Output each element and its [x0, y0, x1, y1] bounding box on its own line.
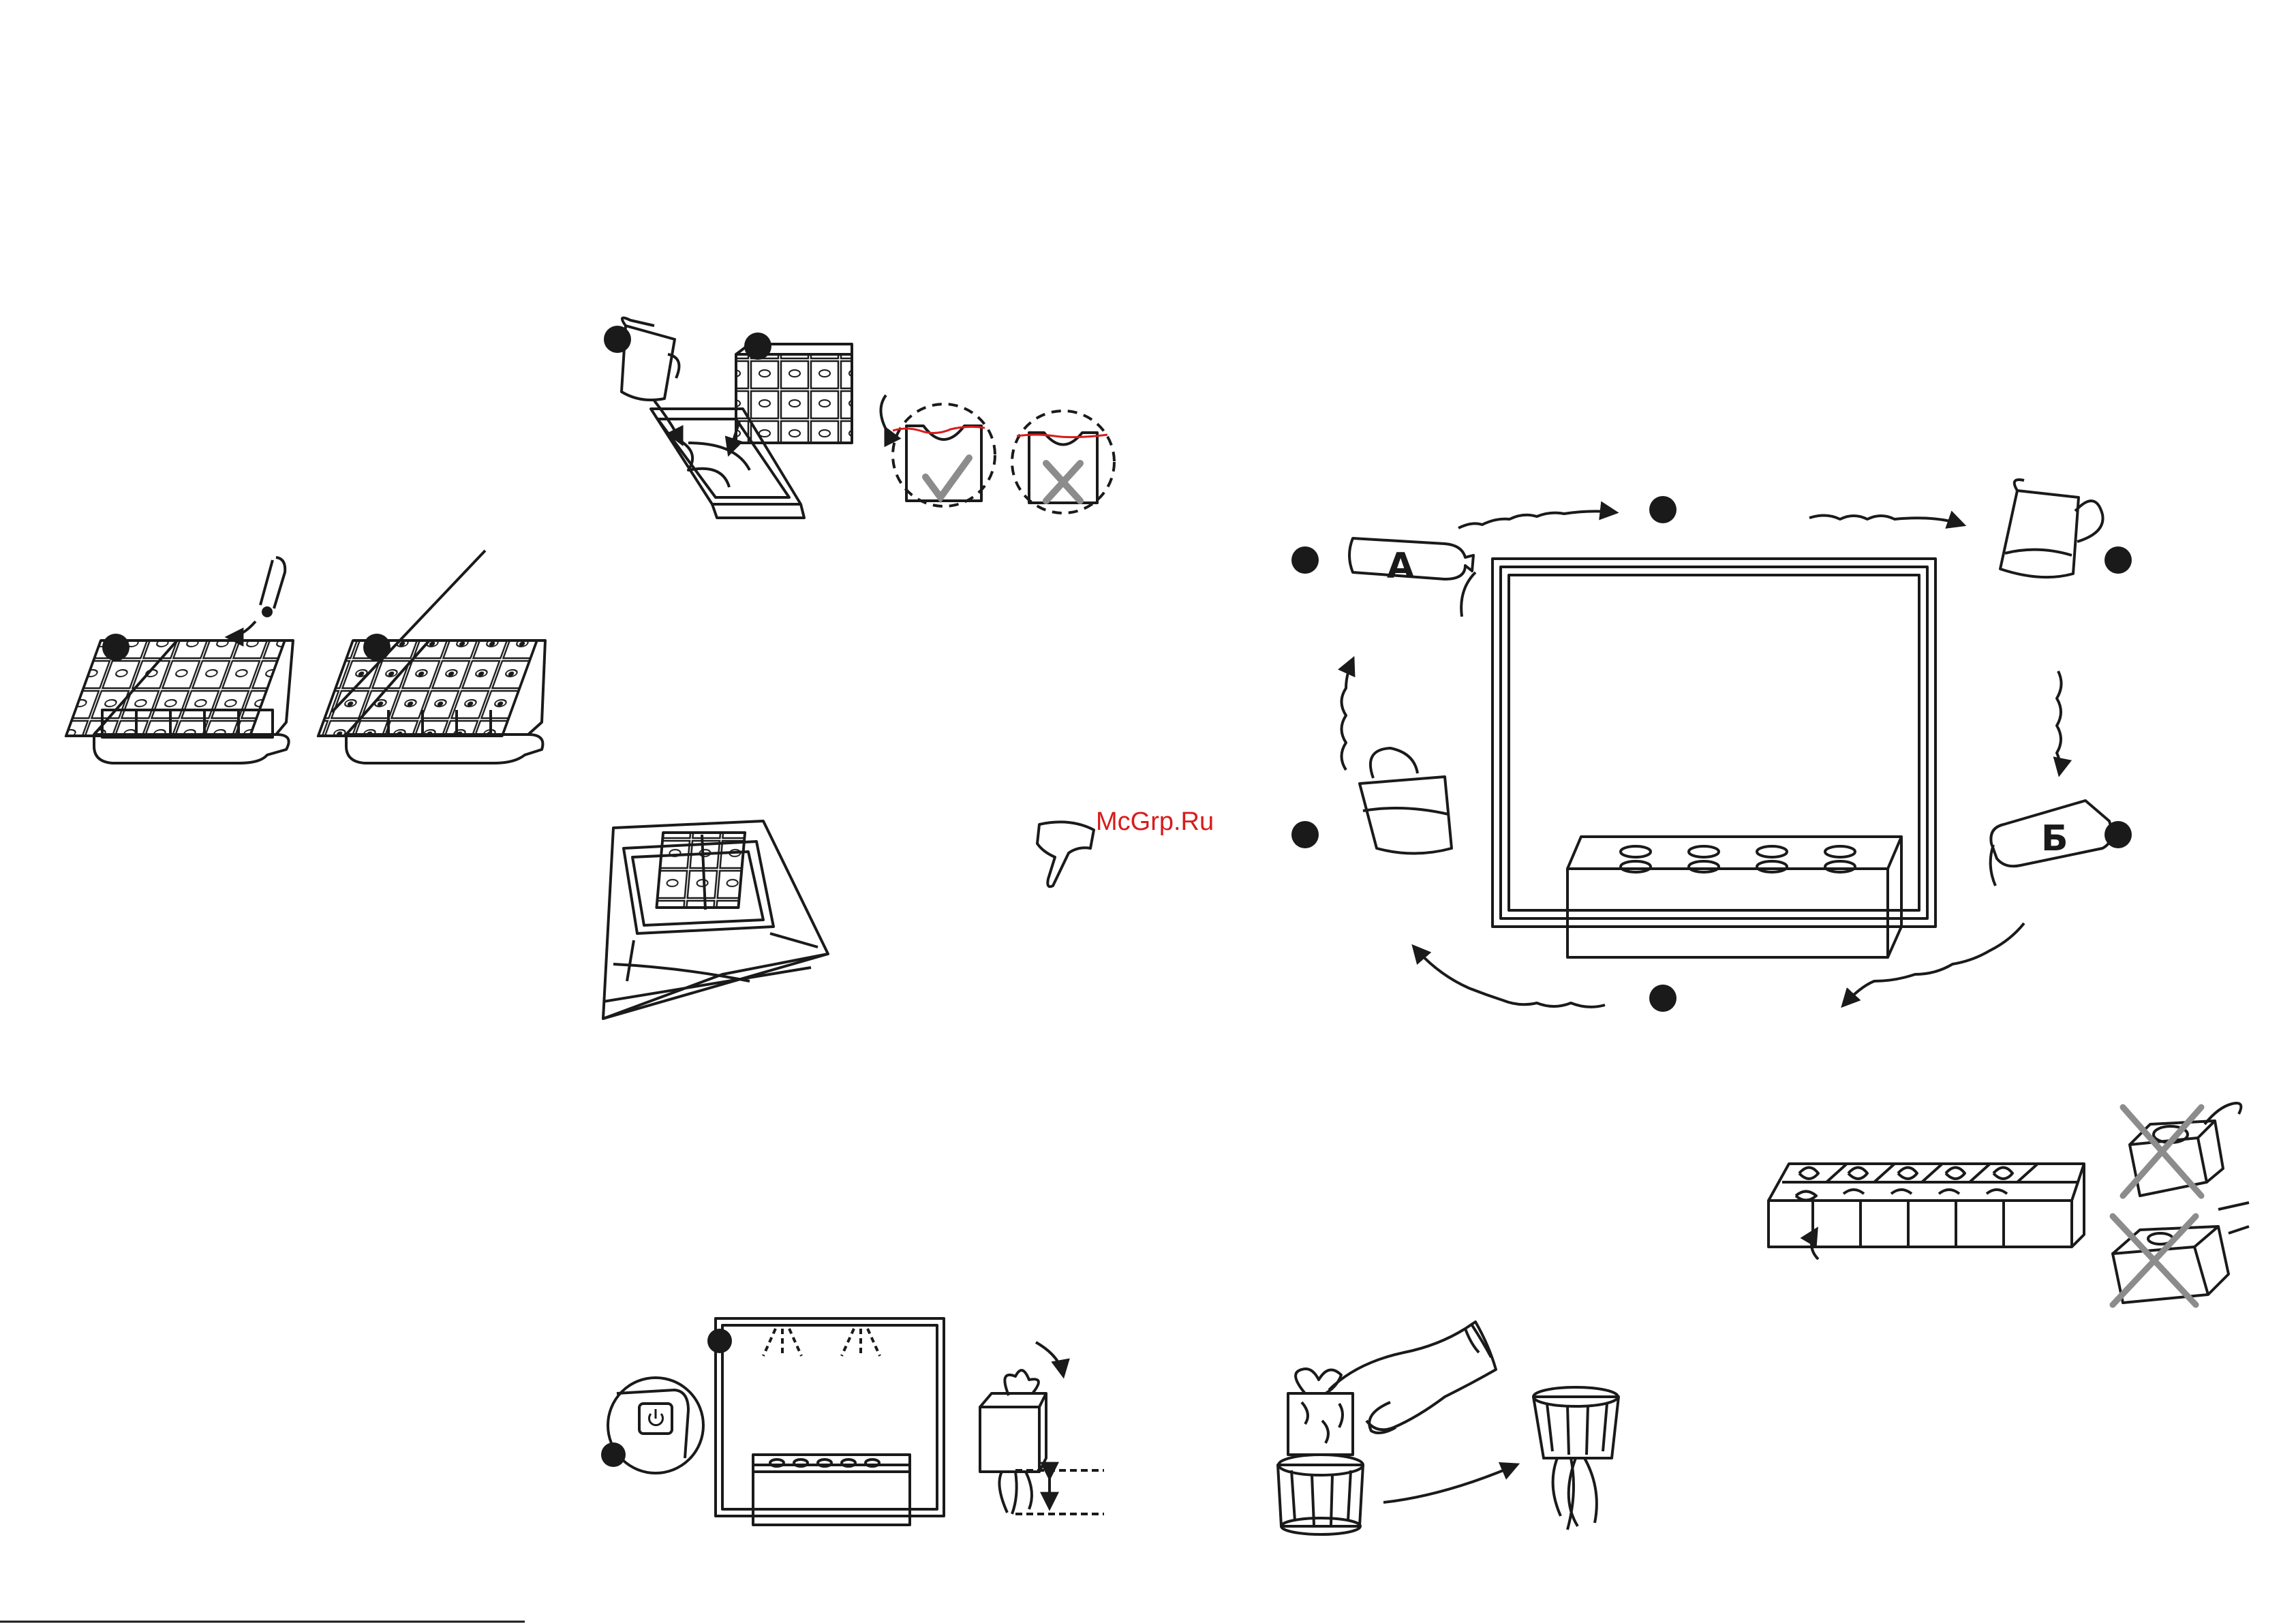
watermark: McGrp.Ru: [1096, 807, 1214, 836]
power-icon: [649, 1409, 662, 1425]
seed-tray-seeded: [318, 634, 545, 763]
step-marker: [707, 1329, 732, 1353]
check-mark-icon: [925, 458, 969, 497]
cross-mark-icon: [1046, 463, 1080, 501]
step-marker: [2104, 546, 2132, 574]
tray-in-bag-illustration: [603, 821, 828, 1019]
step-marker: [1649, 985, 1677, 1012]
cycle-label-a: А: [1387, 546, 1414, 587]
grow-unit-power-on: [601, 1318, 944, 1525]
soak-plugs-illustration: [604, 318, 1114, 518]
seedling-cube-root-length: [980, 1342, 1104, 1514]
step-marker: [601, 1442, 626, 1467]
step-marker: [1649, 496, 1677, 523]
step-marker: [604, 326, 631, 353]
transplant-illustration: [1278, 1322, 1619, 1534]
cycle-diagram: [1291, 480, 2132, 1012]
step-marker: [1291, 821, 1319, 848]
cycle-label-b: Б: [2041, 818, 2068, 859]
plant-label-tag-icon: [1037, 822, 1094, 886]
seed-tray-sowing: [66, 557, 293, 763]
step-marker: [1291, 546, 1319, 574]
